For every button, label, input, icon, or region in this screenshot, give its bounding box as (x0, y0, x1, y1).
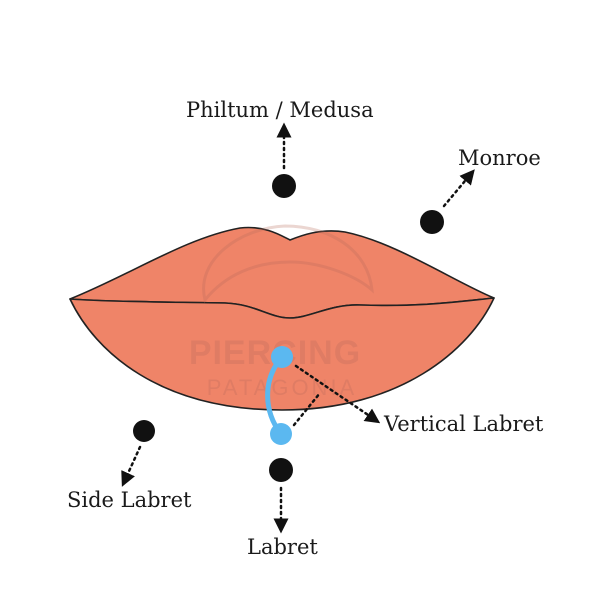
monroe-label: Monroe (458, 146, 541, 170)
watermark-emblem (202, 224, 374, 304)
arrows (121, 122, 475, 534)
side-labret-label: Side Labret (67, 488, 192, 512)
barbell-top-ball (271, 346, 293, 368)
side-labret-arrow (121, 445, 142, 487)
monroe-dot (420, 210, 444, 234)
side-labret-dot (133, 420, 155, 442)
philtrum-dot (272, 174, 296, 198)
vertical-labret-label: Vertical Labret (384, 412, 544, 436)
vertical-labret-arrow-top (294, 364, 381, 424)
lips (69, 226, 495, 411)
vertical-labret-arrow-bottom (292, 391, 322, 427)
watermark-logo: PIERCING PATAGONIA (189, 224, 374, 400)
watermark-line2: PATAGONIA (207, 375, 357, 400)
monroe-arrow (442, 169, 475, 208)
vertical-labret-jewelry (265, 346, 293, 445)
labret-dot (269, 458, 293, 482)
labret-label: Labret (247, 535, 318, 559)
philtrum-medusa-label: Philtum / Medusa (186, 98, 374, 122)
barbell-bottom-ball (270, 423, 292, 445)
